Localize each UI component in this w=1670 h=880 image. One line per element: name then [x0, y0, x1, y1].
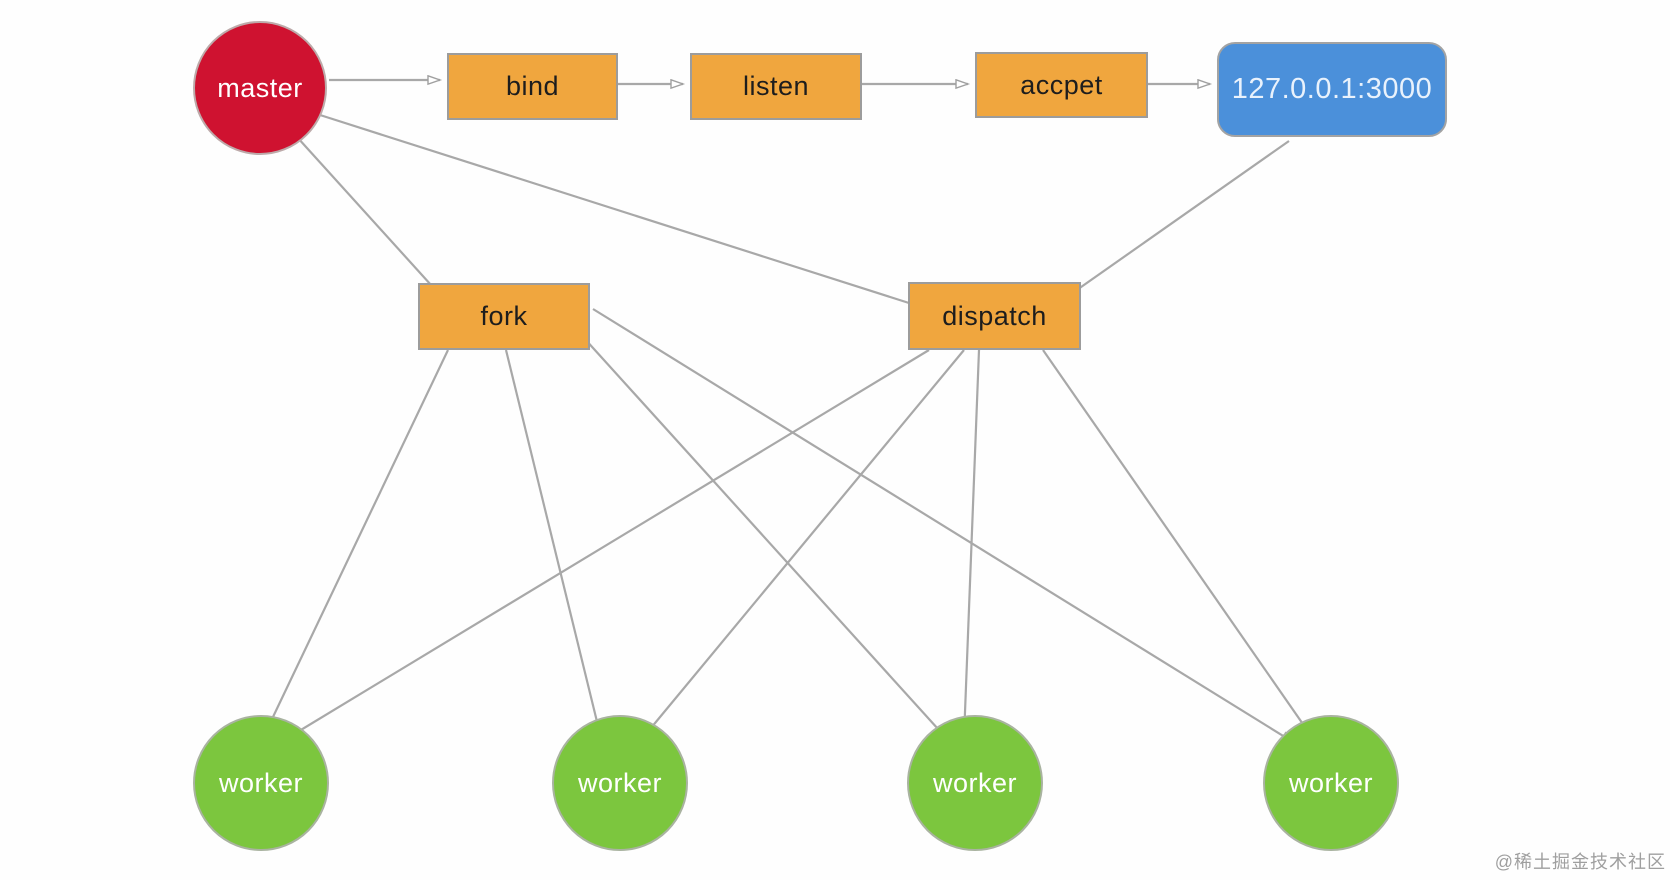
- edge-address-dispatch: [1064, 140, 1290, 299]
- watermark: @稀土掘金技术社区: [1494, 852, 1666, 872]
- node-bind: bind: [447, 53, 618, 120]
- node-worker-3: worker: [907, 715, 1043, 851]
- edge-dispatch-worker3: [959, 349, 981, 739]
- node-worker-4: worker: [1263, 715, 1399, 851]
- edge-fork-worker3: [583, 337, 949, 741]
- node-listen: listen: [690, 53, 862, 120]
- node-worker-2: worker: [552, 715, 688, 851]
- edge-fork-worker2: [504, 349, 604, 739]
- edge-fork-worker1: [261, 349, 449, 741]
- node-master: master: [193, 21, 327, 155]
- edge-dispatch-worker1: [280, 349, 930, 743]
- node-accpet: accpet: [975, 52, 1148, 118]
- node-worker-1: worker: [193, 715, 329, 851]
- node-fork: fork: [418, 283, 590, 350]
- edge-dispatch-worker2: [640, 349, 965, 741]
- node-address: 127.0.0.1:3000: [1217, 42, 1447, 137]
- node-dispatch: dispatch: [908, 282, 1081, 350]
- edge-dispatch-worker4: [1042, 349, 1315, 741]
- edge-fork-worker4: [592, 308, 1294, 743]
- edge-master-dispatch: [319, 113, 934, 311]
